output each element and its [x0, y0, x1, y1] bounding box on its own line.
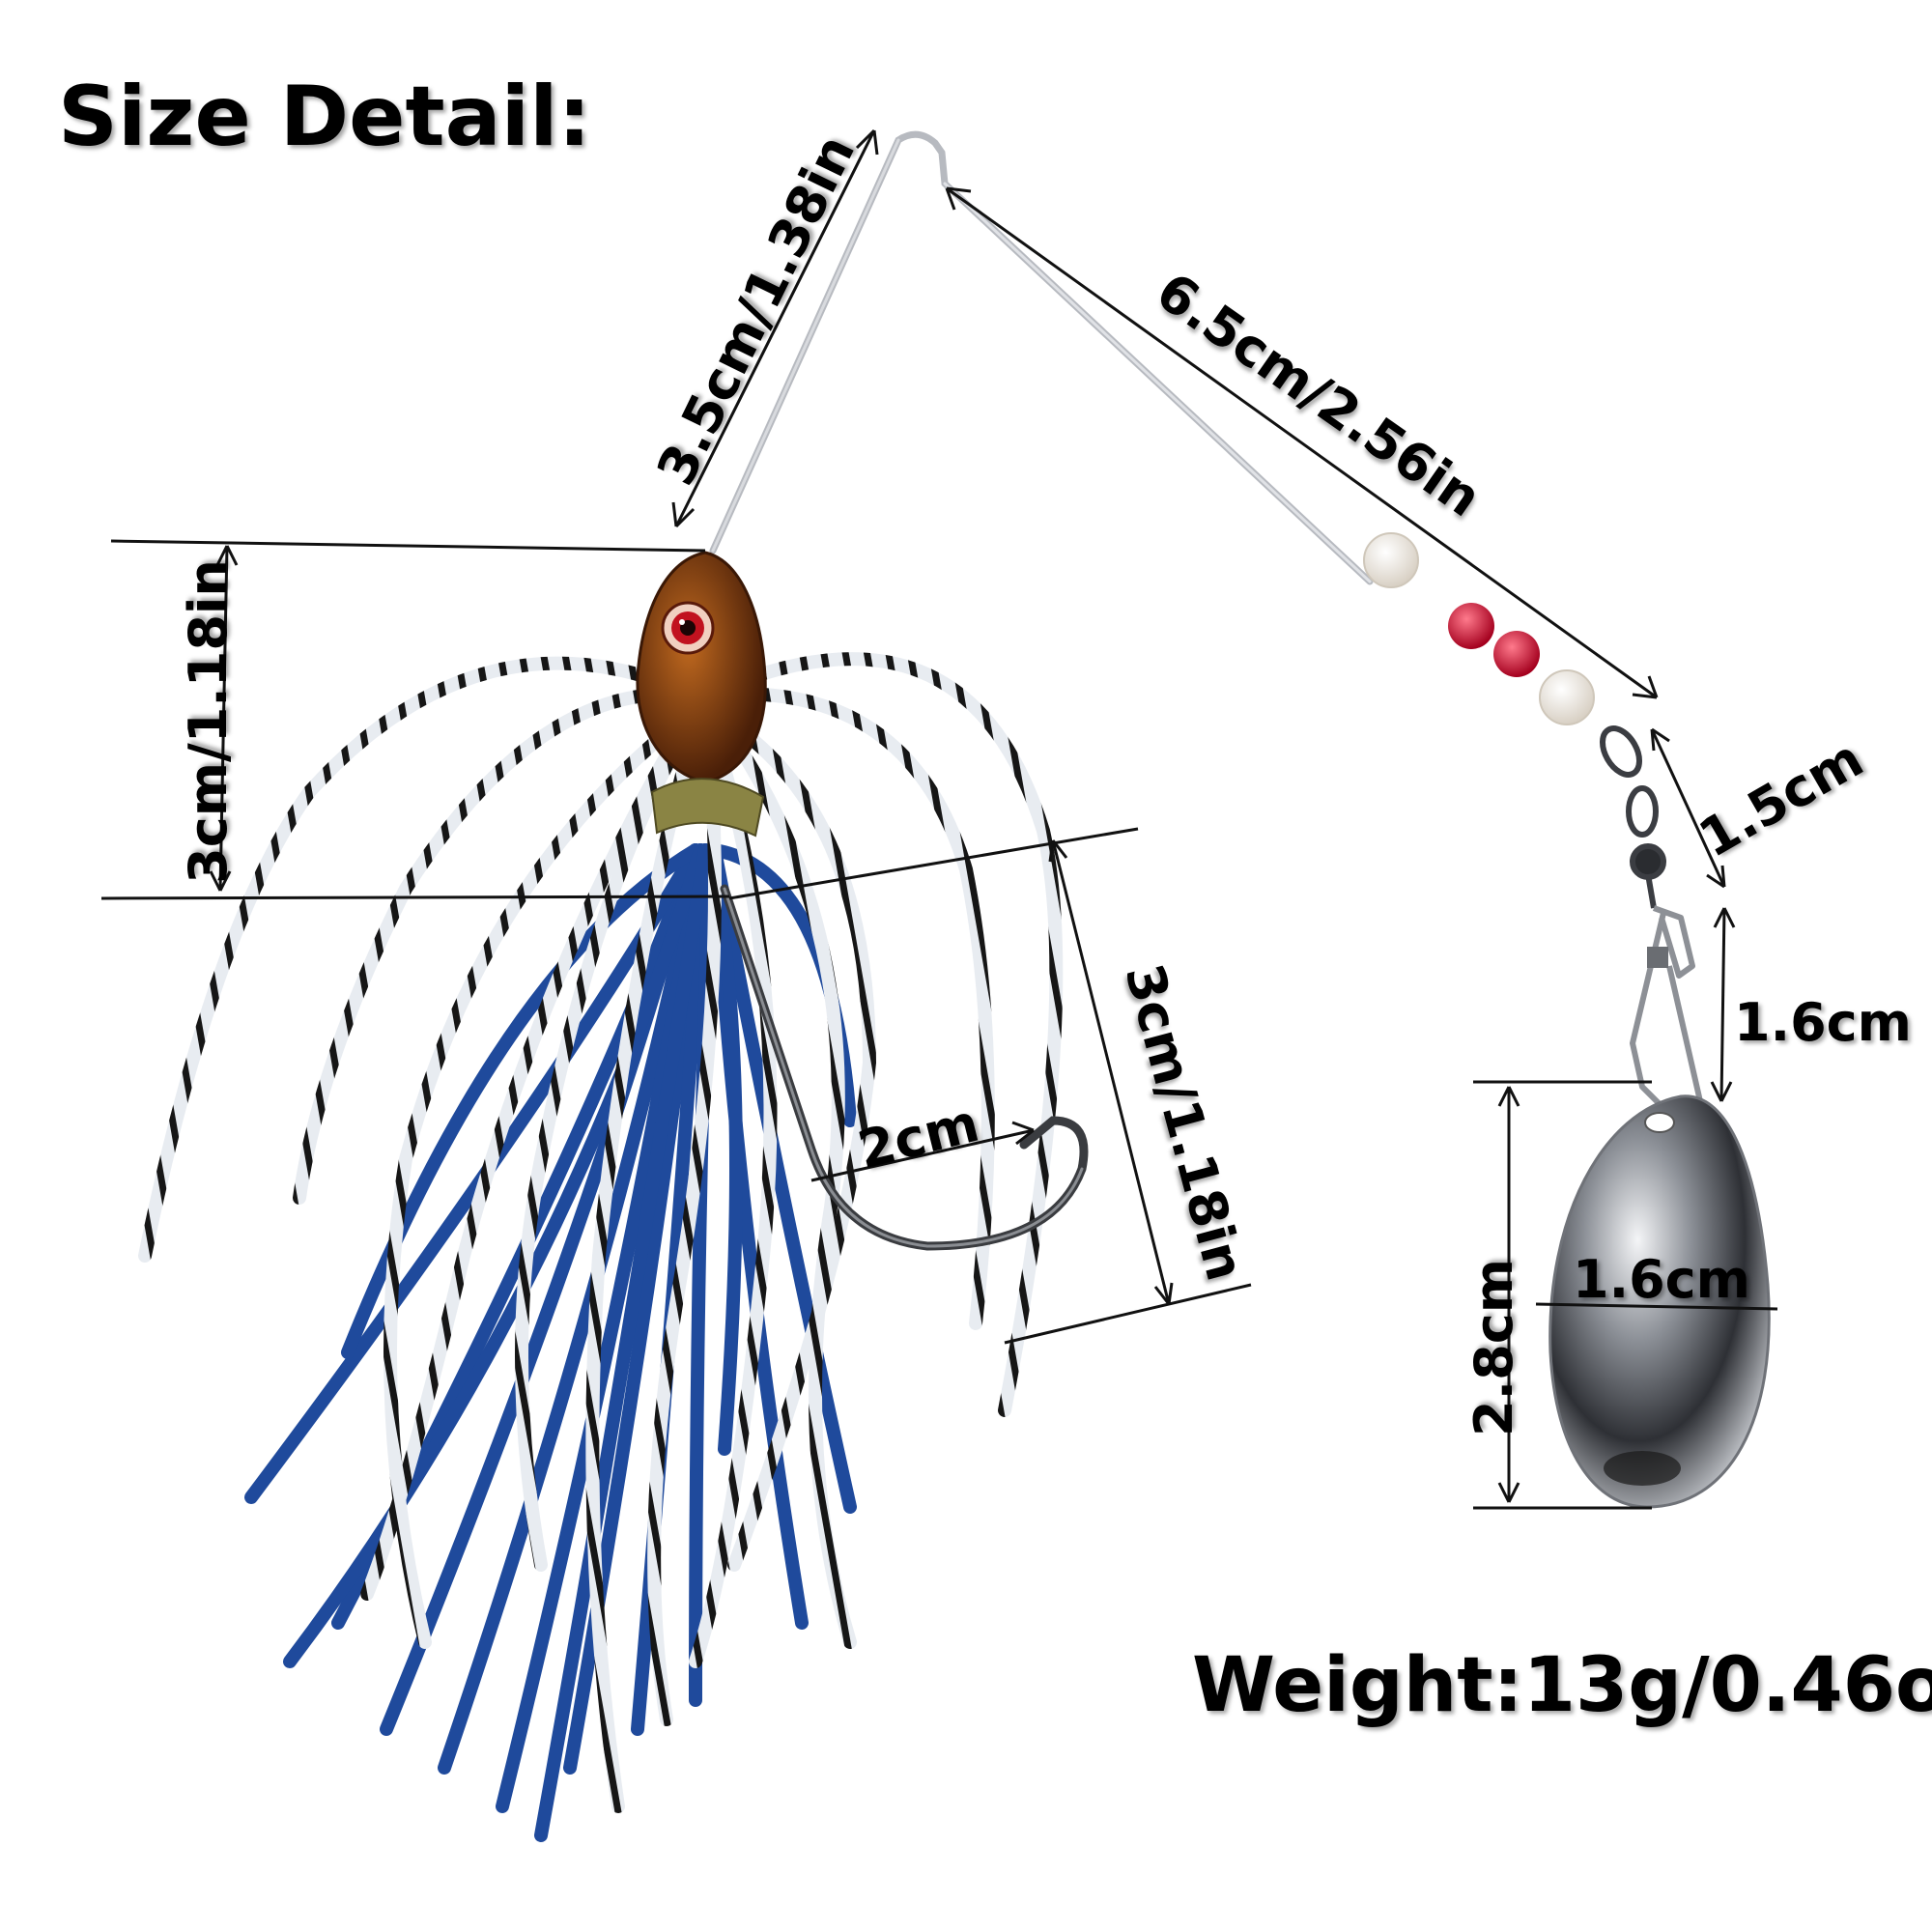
hook: [720, 884, 1089, 1251]
white-bead-2: [1539, 669, 1595, 725]
white-bead-1: [1363, 532, 1419, 588]
head-height-measurement: 3cm/1.18in: [177, 559, 239, 884]
blade-length-measurement: 2.8cm: [1463, 1259, 1524, 1436]
red-bead-1: [1448, 603, 1494, 649]
red-bead-2: [1493, 631, 1540, 677]
measurement-lines: [100, 128, 1778, 1510]
lure-head: [636, 551, 767, 838]
page-title: Size Detail:: [58, 69, 591, 165]
snap-measurement: 1.6cm: [1734, 992, 1912, 1053]
weight-label: Weight:13g/0.46oz: [1192, 1642, 1932, 1729]
spinner-wire: [709, 130, 1374, 585]
skirt-striped: [138, 652, 1064, 1813]
swivel: [1600, 725, 1666, 909]
beads: [1363, 532, 1595, 725]
blade-width-measurement: 1.6cm: [1573, 1249, 1750, 1310]
